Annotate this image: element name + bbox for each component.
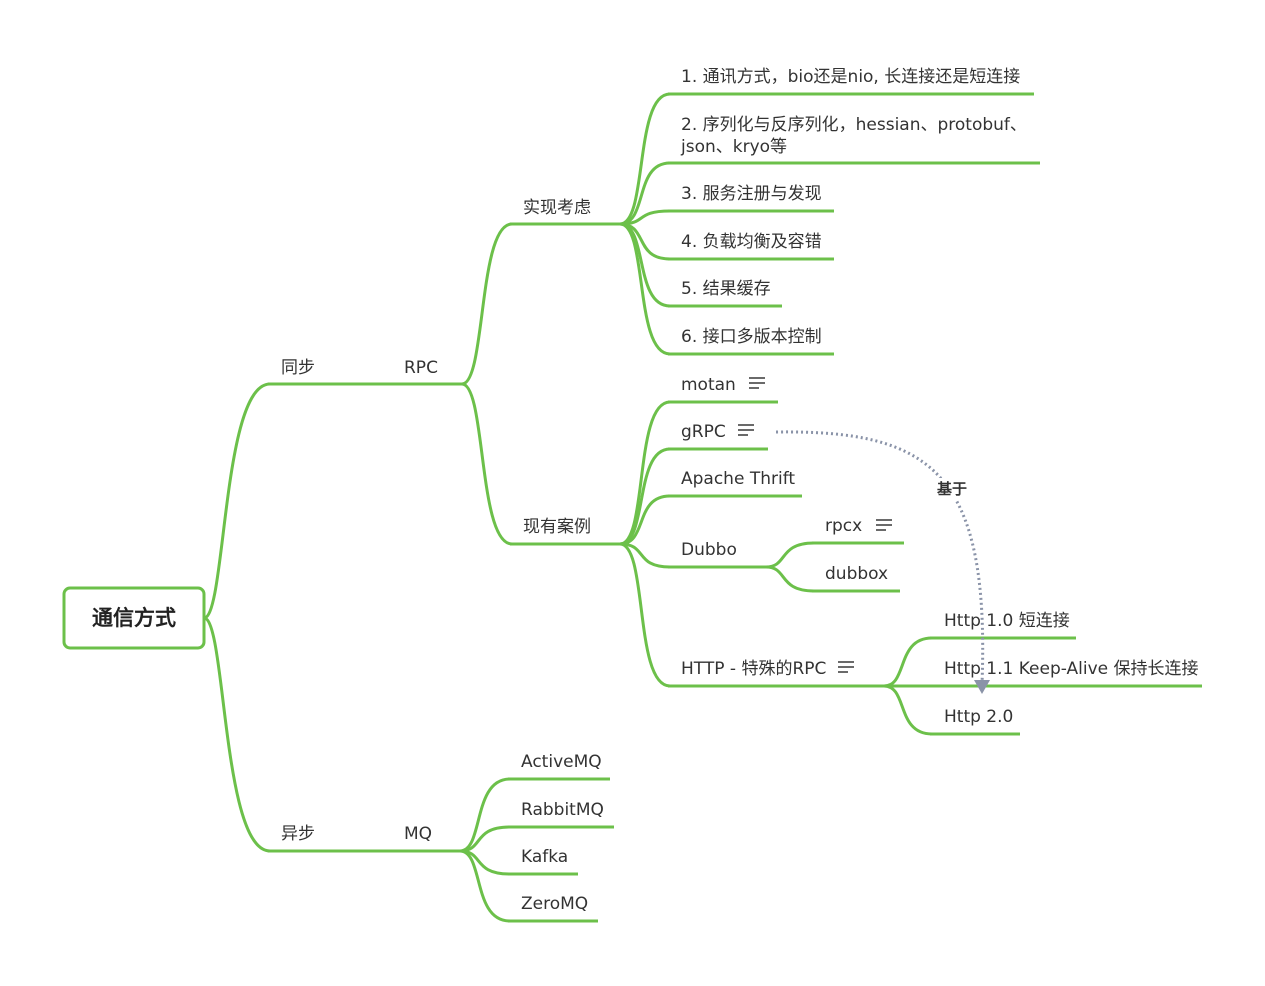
edge-impl-5 <box>618 222 672 308</box>
case-grpc[interactable]: gRPC <box>668 422 768 451</box>
notes-lines-icon[interactable] <box>749 377 765 389</box>
edge-impl-6 <box>618 222 672 356</box>
mq-item-label: Kafka <box>521 847 568 867</box>
root-label: 通信方式 <box>92 606 176 630</box>
edge-cases-http <box>618 542 672 688</box>
impl-item-label: 6. 接口多版本控制 <box>681 327 822 347</box>
case-grpc-label: gRPC <box>681 422 726 442</box>
dubbo-child-label: rpcx <box>825 516 862 536</box>
edge-rpc-cases <box>460 382 514 546</box>
mq-item[interactable]: ZeroMQ <box>508 894 598 923</box>
case-motan[interactable]: motan <box>668 375 778 404</box>
case-thrift-label: Apache Thrift <box>681 469 795 489</box>
node-cases-label: 现有案例 <box>523 517 591 537</box>
case-dubbo-label: Dubbo <box>681 540 737 560</box>
edge-root-async <box>202 616 272 853</box>
node-mq-label: MQ <box>404 824 432 844</box>
http-child[interactable]: Http 1.1 Keep-Alive 保持长连接 <box>930 659 1202 688</box>
arrow-head-icon <box>974 680 990 694</box>
root-node[interactable]: 通信方式 <box>62 586 206 650</box>
node-async-label: 异步 <box>281 824 315 844</box>
edge-impl-1 <box>618 92 672 226</box>
impl-item[interactable]: 4. 负载均衡及容错 <box>668 232 834 261</box>
edge-cases-thrift <box>618 494 672 546</box>
node-mq[interactable]: MQ <box>392 824 460 853</box>
edge-http-10 <box>882 636 934 688</box>
node-impl-label: 实现考虑 <box>523 198 591 218</box>
case-thrift[interactable]: Apache Thrift <box>668 469 802 498</box>
edge-http-20 <box>882 684 934 736</box>
edge-dubbo-dubbox <box>764 565 816 593</box>
node-async[interactable]: 异步 <box>268 824 330 853</box>
edge-cases-dubbo <box>618 542 672 569</box>
impl-item-label: 5. 结果缓存 <box>681 279 771 299</box>
impl-item-label-line2: json、kryo等 <box>680 137 787 157</box>
mq-item[interactable]: Kafka <box>508 847 578 876</box>
notes-lines-icon[interactable] <box>876 519 892 531</box>
impl-item-label: 1. 通讯方式，bio还是nio, 长连接还是短连接 <box>681 67 1020 87</box>
case-motan-label: motan <box>681 375 736 395</box>
dubbo-child-dubbox[interactable]: dubbox <box>812 564 900 593</box>
mq-item[interactable]: ActiveMQ <box>508 752 610 781</box>
edge-rpc-impl <box>460 222 514 386</box>
impl-item-label: 3. 服务注册与发现 <box>681 184 822 204</box>
case-dubbo[interactable]: Dubbo <box>668 540 766 569</box>
impl-item[interactable]: 3. 服务注册与发现 <box>668 184 834 213</box>
http-child[interactable]: Http 1.0 短连接 <box>930 611 1076 640</box>
relationship-label: 基于 <box>936 480 967 498</box>
impl-item[interactable]: 2. 序列化与反序列化，hessian、protobuf、 json、kryo等 <box>668 115 1040 165</box>
relationship-label-bg <box>930 478 974 500</box>
mq-item-label: RabbitMQ <box>521 800 604 820</box>
mq-item-label: ZeroMQ <box>521 894 588 914</box>
mq-item[interactable]: RabbitMQ <box>508 800 614 829</box>
dubbo-child-rpcx[interactable]: rpcx <box>812 516 904 545</box>
http-child-label: Http 1.1 Keep-Alive 保持长连接 <box>944 659 1199 679</box>
impl-item[interactable]: 5. 结果缓存 <box>668 279 782 308</box>
edge-impl-2 <box>618 161 672 226</box>
impl-item[interactable]: 6. 接口多版本控制 <box>668 327 834 356</box>
node-sync-label: 同步 <box>281 358 315 378</box>
notes-lines-icon[interactable] <box>738 424 754 436</box>
impl-item-label: 4. 负载均衡及容错 <box>681 232 822 252</box>
http-child-label: Http 2.0 <box>944 707 1013 727</box>
case-http[interactable]: HTTP - 特殊的RPC <box>668 659 884 688</box>
node-cases[interactable]: 现有案例 <box>510 517 620 546</box>
dubbo-child-label: dubbox <box>825 564 888 584</box>
notes-lines-icon[interactable] <box>838 661 854 673</box>
relationship-curve <box>775 430 985 685</box>
relationship-arrow[interactable]: 基于 <box>775 430 990 694</box>
case-http-label: HTTP - 特殊的RPC <box>681 659 826 679</box>
edge-dubbo-rpcx <box>764 541 816 569</box>
mq-item-label: ActiveMQ <box>521 752 602 772</box>
impl-item[interactable]: 1. 通讯方式，bio还是nio, 长连接还是短连接 <box>668 67 1034 96</box>
node-sync[interactable]: 同步 <box>268 358 330 386</box>
http-child-label: Http 1.0 短连接 <box>944 611 1070 631</box>
node-rpc-label: RPC <box>404 358 438 378</box>
edge-mq-4 <box>458 849 512 923</box>
edge-root-sync <box>202 382 272 620</box>
http-child[interactable]: Http 2.0 <box>930 707 1020 736</box>
edge-mq-1 <box>458 777 512 853</box>
edge-cases-grpc <box>618 447 672 546</box>
edge-cases-motan <box>618 400 672 546</box>
node-rpc[interactable]: RPC <box>392 358 462 386</box>
impl-item-label: 2. 序列化与反序列化，hessian、protobuf、 <box>681 115 1027 135</box>
node-impl[interactable]: 实现考虑 <box>510 198 620 226</box>
